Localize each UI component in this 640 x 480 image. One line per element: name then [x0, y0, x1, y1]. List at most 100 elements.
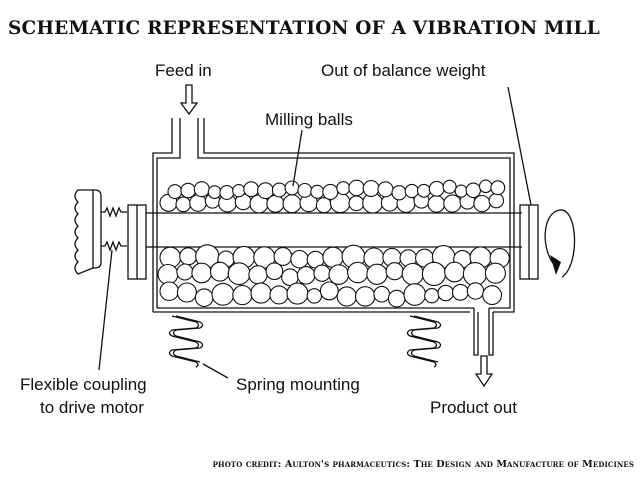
milling-ball [319, 281, 339, 301]
milling-ball [243, 181, 260, 198]
milling-ball [175, 196, 192, 213]
milling-ball [391, 185, 407, 201]
milling-ball [416, 183, 431, 198]
milling-ball [451, 283, 469, 301]
milling-ball [362, 180, 380, 197]
milling-ball [290, 249, 309, 269]
milling-ball [209, 261, 230, 282]
feed-in-arrow-icon [179, 84, 199, 116]
milling-ball [211, 282, 235, 306]
milling-ball [176, 263, 194, 281]
balance-weight-label: Out of balance weight [321, 61, 486, 80]
milling-ball [232, 284, 253, 306]
coupling-flange [127, 204, 153, 280]
milling-ball [191, 262, 213, 284]
milling-balls [157, 179, 510, 308]
milling-ball [306, 288, 323, 304]
milling-ball [315, 197, 332, 214]
drive-motor [74, 189, 102, 275]
milling-ball [403, 283, 427, 306]
milling-ball [348, 195, 365, 212]
spring-mount-left [168, 315, 204, 368]
spring-mounting-label: Spring mounting [236, 375, 360, 394]
milling-ball [421, 261, 447, 287]
spring-leader-line [202, 363, 229, 379]
milling-ball [443, 194, 462, 213]
milling-ball [442, 179, 457, 194]
milling-ball [257, 182, 274, 200]
milling-ball [387, 289, 406, 308]
milling-ball [219, 185, 235, 200]
milling-ball [482, 285, 503, 306]
milling-ball [194, 288, 214, 308]
milling-ball [180, 182, 196, 199]
milling-ball [207, 185, 222, 199]
milling-ball [296, 266, 316, 285]
milling-ball [310, 184, 325, 199]
flexible-coupling-label-2: to drive motor [40, 398, 144, 417]
milling-balls-label: Milling balls [265, 110, 353, 129]
milling-ball [462, 262, 487, 287]
milling-ball [347, 261, 369, 284]
milling-ball [401, 262, 424, 286]
milling-ball [465, 182, 482, 199]
milling-ball [478, 179, 493, 194]
milling-ball [286, 282, 309, 305]
flexible-coupling-label-1: Flexible coupling [20, 375, 147, 394]
milling-ball [167, 184, 183, 200]
balance-weight-leader-line [507, 86, 532, 206]
milling-ball [444, 261, 465, 283]
out-of-balance-weight [519, 204, 539, 280]
milling-ball [377, 181, 394, 198]
milling-ball [454, 184, 468, 198]
milling-ball [404, 183, 419, 199]
spring-mount-right [406, 315, 442, 368]
milling-ball [490, 180, 506, 196]
milling-ball [354, 286, 376, 307]
milling-ball [250, 282, 272, 304]
milling-ball [466, 282, 485, 300]
milling-ball [336, 181, 351, 196]
milling-ball [428, 180, 445, 197]
milling-ball [488, 192, 505, 209]
milling-ball [336, 286, 357, 307]
milling-ball [157, 263, 179, 285]
milling-ball [284, 180, 300, 196]
milling-balls-leader-line [292, 129, 303, 187]
coupling-leader-line [98, 249, 113, 371]
milling-ball [424, 288, 440, 304]
milling-ball [366, 263, 388, 285]
page-title: SCHEMATIC REPRESENTATION OF A VIBRATION … [8, 18, 600, 39]
milling-ball [322, 183, 339, 200]
milling-ball [176, 282, 197, 303]
feed-in-label: Feed in [155, 61, 212, 80]
flexible-coupling [101, 206, 127, 252]
milling-ball [159, 281, 179, 301]
milling-ball [193, 181, 210, 198]
milling-ball [313, 264, 331, 282]
milling-ball [473, 194, 491, 213]
milling-ball [297, 182, 313, 198]
milling-ball [265, 262, 284, 281]
product-outlet [473, 308, 494, 388]
photo-credit: photo credit: Aulton's pharmaceutics: Th… [212, 459, 634, 470]
milling-ball [373, 285, 391, 303]
milling-ball [348, 179, 365, 197]
product-out-label: Product out [430, 398, 517, 417]
milling-ball [427, 195, 446, 213]
rotation-arrow-icon [544, 209, 576, 278]
milling-ball [269, 285, 289, 305]
milling-ball [189, 194, 207, 212]
milling-ball [271, 182, 287, 198]
milling-ball [437, 284, 454, 302]
milling-ball [328, 264, 350, 285]
milling-ball [232, 184, 246, 198]
milling-ball [385, 262, 404, 281]
milling-ball [484, 262, 506, 284]
product-out-arrow-icon [474, 355, 494, 388]
milling-ball [227, 262, 251, 286]
milling-ball [282, 194, 302, 214]
milling-ball [179, 247, 198, 266]
milling-ball [248, 265, 268, 285]
